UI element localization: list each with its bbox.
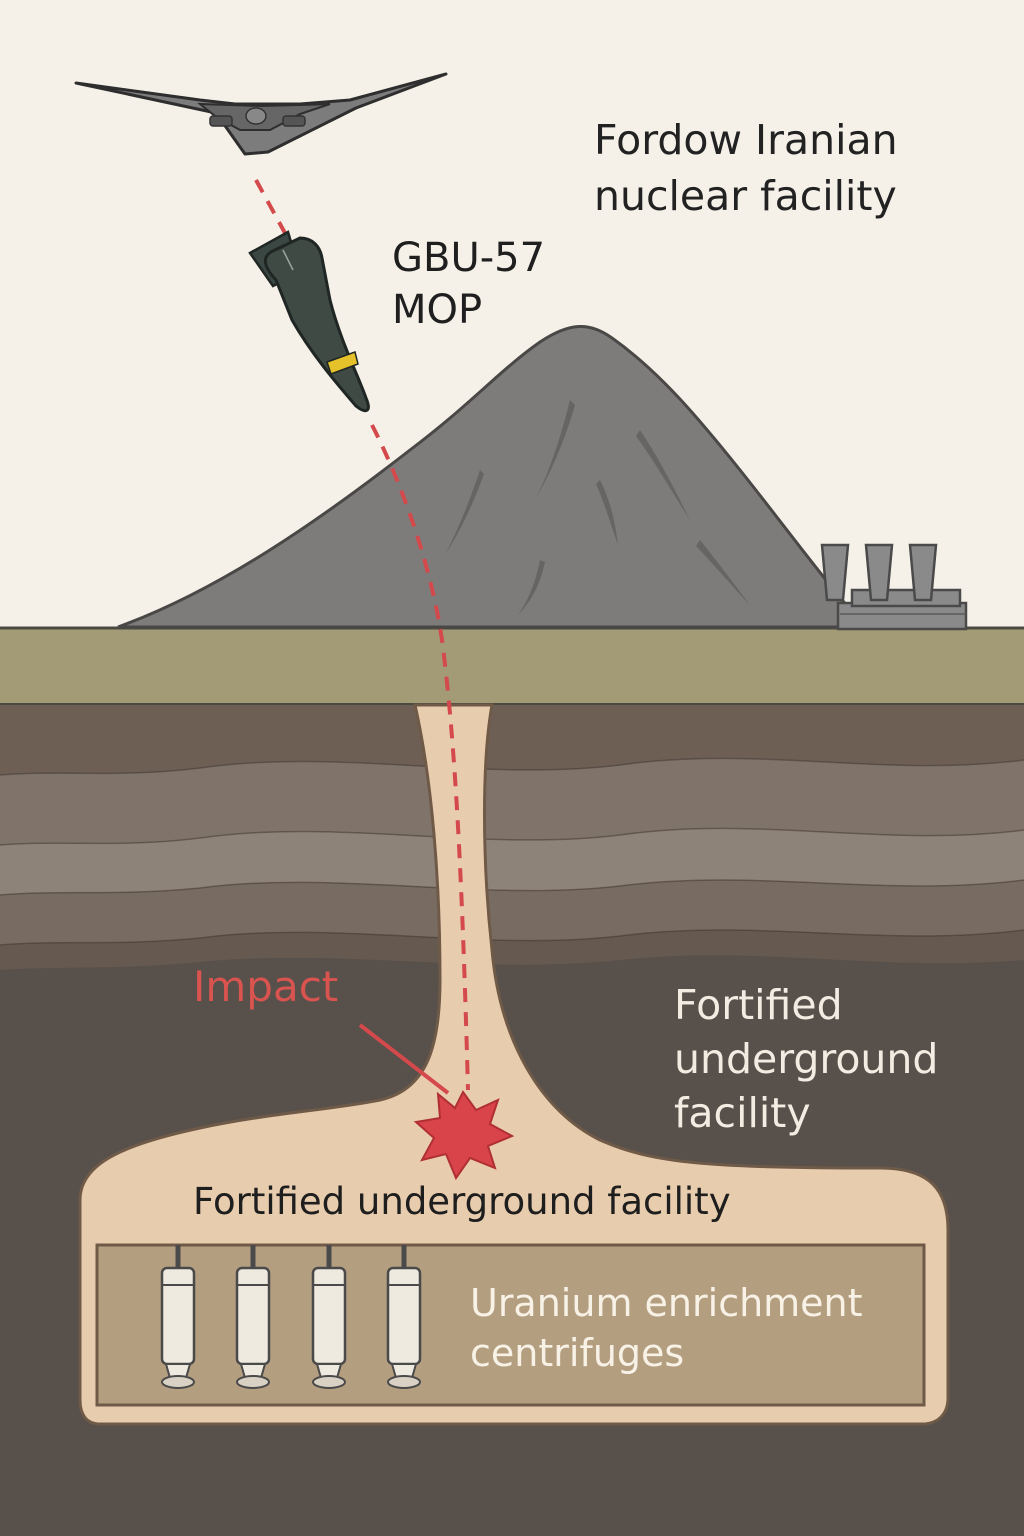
centrifuges-label: Uranium enrichment centrifuges [470, 1281, 863, 1375]
mountain [117, 325, 869, 629]
underground-chamber [78, 703, 950, 1426]
impact-pointer [358, 1023, 450, 1095]
centrifuge-icon [235, 1245, 271, 1389]
centrifuges [160, 1245, 422, 1389]
fortified-facility-side-label: Fortified underground facility [674, 981, 939, 1137]
bomb-name-label: GBU-57 MOP [392, 235, 546, 333]
trajectory-line [254, 179, 470, 1091]
bomb-icon [248, 230, 370, 413]
centrifuge-icon [311, 1245, 347, 1389]
surface-layer [0, 628, 1024, 704]
explosion-icon [413, 1090, 515, 1181]
centrifuge-icon [386, 1245, 422, 1389]
industrial-building-icon [820, 543, 968, 631]
stealth-bomber-icon [74, 72, 448, 156]
centrifuge-hall [95, 1243, 926, 1407]
centrifuge-icon [160, 1245, 196, 1389]
facility-name-label: Fordow Iranian nuclear facility [594, 116, 898, 220]
impact-label: Impact [193, 962, 339, 1011]
fortified-facility-chamber-label: Fortified underground facility [193, 1180, 731, 1223]
